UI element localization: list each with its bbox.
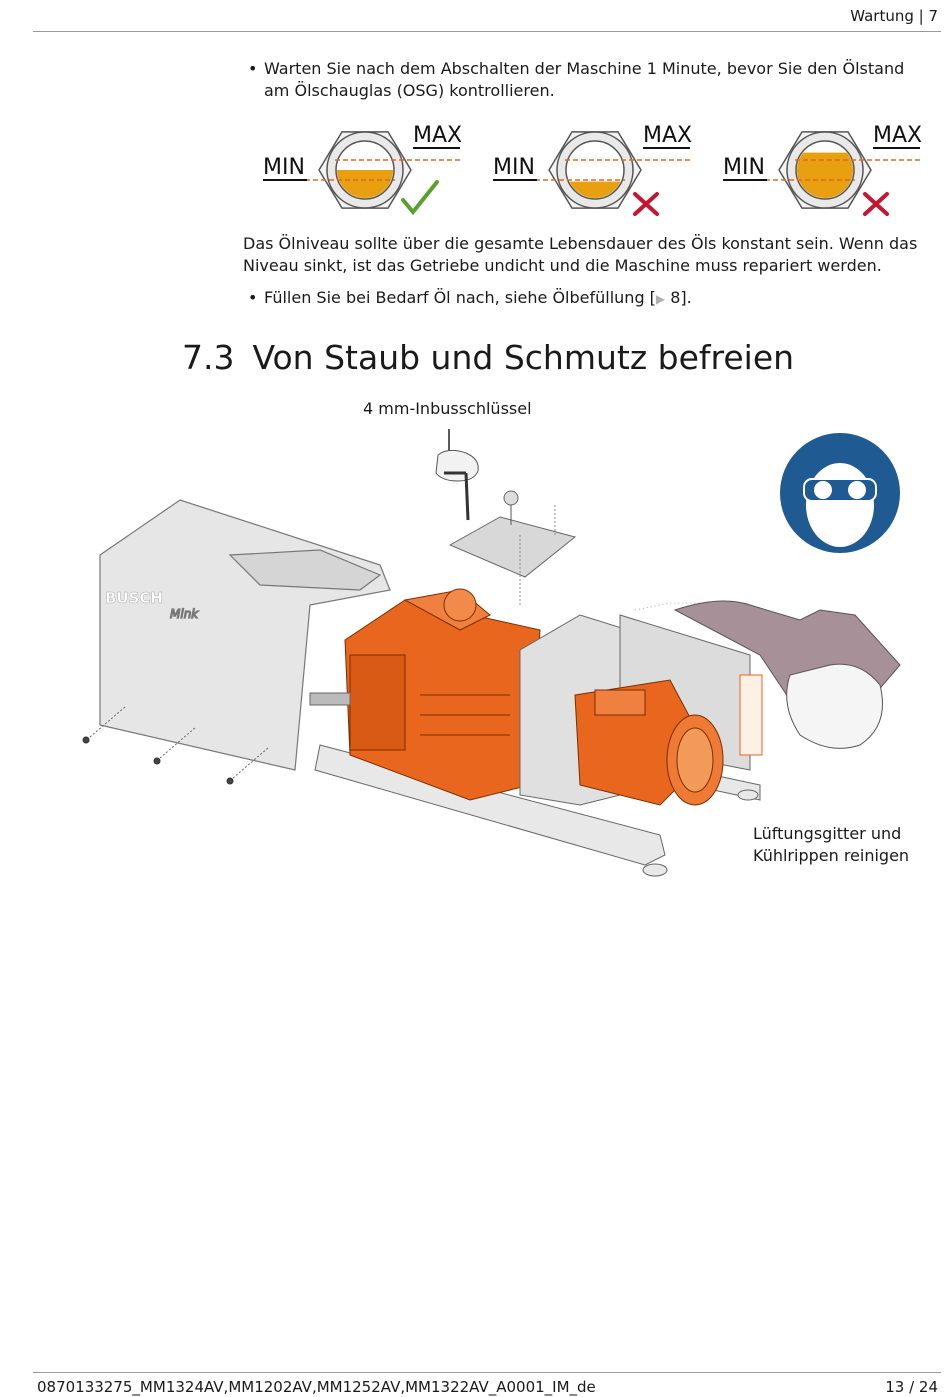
max-label: MAX (413, 123, 462, 148)
min-label: MIN (493, 155, 535, 180)
footer-divider (33, 1372, 941, 1373)
document-id: 0870133275_MM1324AV,MM1202AV,MM1252AV,MM… (37, 1378, 596, 1396)
sight-glass-2: MIN MAX (493, 123, 692, 216)
safety-goggles-icon (780, 433, 900, 553)
bullet-refill-text: Füllen Sie bei Bedarf Öl nach, siehe (264, 288, 553, 307)
min-label: MIN (263, 155, 305, 180)
bracket-open: [ (644, 288, 656, 307)
bullet-refill: • Füllen Sie bei Bedarf Öl nach, siehe Ö… (248, 287, 928, 310)
brand-logo: BUSCH (105, 589, 163, 607)
bracket-close: ]. (680, 288, 692, 307)
oil-level-fill (567, 181, 623, 198)
section-heading: 7.3 Von Staub und Schmutz befreien (182, 338, 794, 378)
sight-glass-figure: MIN MAX MIN MAX MIN MAX (263, 123, 922, 216)
page-ref-number[interactable]: 8 (665, 288, 681, 307)
cross-icon (863, 192, 889, 216)
electric-motor (574, 679, 724, 806)
pump-exploded-illustration: BUSCH Mink (82, 429, 901, 877)
min-label: MIN (723, 155, 765, 180)
cleaning-label: Lüftungsgitter und Kühlrippen reinigen (753, 823, 909, 867)
air-blow-gun-icon (634, 600, 901, 749)
top-cover-plate (448, 490, 577, 605)
cleaning-label-line1: Lüftungsgitter und (753, 824, 902, 843)
max-label: MAX (873, 123, 922, 148)
section-number: 7.3 (182, 338, 235, 377)
pump-body (309, 588, 541, 801)
page-ref-arrow-icon: ▶ (655, 292, 666, 306)
page-number: 13 / 24 (885, 1378, 938, 1396)
bullet-dot: • (248, 59, 258, 78)
hand-with-hex-key-icon (435, 449, 479, 521)
header-divider (33, 31, 941, 32)
check-icon (401, 180, 439, 216)
sight-glass-1: MIN MAX (263, 123, 462, 216)
cleaning-label-line2: Kühlrippen reinigen (753, 846, 910, 865)
bullet-dot: • (248, 288, 258, 307)
side-cover-hood: BUSCH Mink (99, 499, 391, 771)
oil-filling-link[interactable]: Ölbefüllung (552, 288, 645, 307)
sight-glass-3: MIN MAX (723, 123, 922, 216)
cover-screws (82, 706, 269, 785)
max-label: MAX (643, 123, 692, 148)
running-header: Wartung | 7 (850, 7, 938, 25)
section-title: Von Staub und Schmutz befreien (252, 338, 795, 377)
cross-icon (633, 192, 659, 216)
tool-label: 4 mm-Inbusschlüssel (363, 399, 532, 418)
model-logo: Mink (170, 607, 199, 621)
oil-level-paragraph: Das Ölniveau sollte über die gesamte Leb… (243, 234, 918, 275)
bullet-wait: • Warten Sie nach dem Abschalten der Mas… (248, 58, 928, 102)
bullet-wait-text: Warten Sie nach dem Abschalten der Masch… (264, 59, 905, 100)
